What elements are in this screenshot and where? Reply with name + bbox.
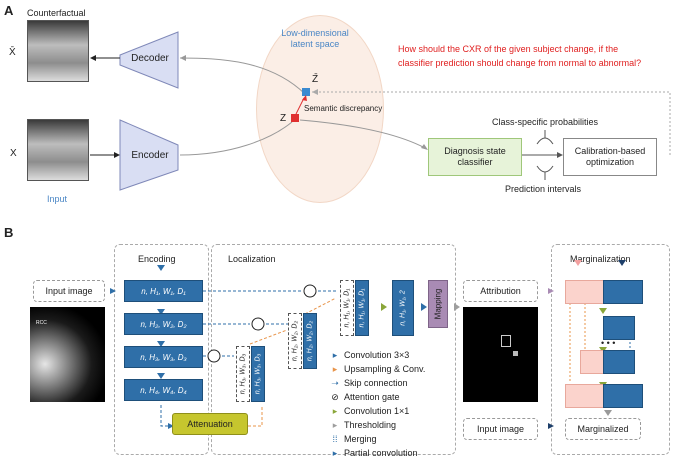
xbar-symbol: X̄ [9,47,16,58]
legend-row-6: ▸Thresholding [330,420,396,431]
question-line-2: classifier prediction should change from… [398,58,642,68]
loc-dashed-block-2: n, H₂, W₂, D₂ [288,313,302,369]
semantic-discrepancy-text: Semantic discrepancy [304,104,383,113]
x-symbol: X [10,148,17,159]
skip-connection-icon: ➝ [331,378,339,388]
marginalization-region [551,244,670,455]
encoder-block-3: n, H₃, W₃, D₃ [124,346,203,368]
input-image-box-2: Input image [463,418,538,440]
marg-pink-3 [580,350,605,374]
marg-blue-2 [603,316,635,340]
classifier-line-1: Diagnosis state [444,146,506,156]
latent-space-oval [256,15,384,203]
calibration-box: Calibration-based optimization [563,138,657,176]
merging-icon: ⁞⁞ [332,434,338,444]
localization-region [211,244,456,455]
panel-a-diagram [90,31,671,191]
marg-blue-4 [603,384,643,408]
decoder-shape [119,31,179,89]
calib-line-2: optimization [585,157,635,167]
marg-pink-4 [565,384,605,408]
class-probs-text: Class-specific probabilities [492,117,599,127]
attention-gate-icon: ⊘ [331,392,339,402]
classifier-box: Diagnosis state classifier [428,138,522,176]
encoder-label: Encoder [131,149,169,161]
loc-filled-block-1: n, H₁, W₁, D₁ [355,280,369,336]
legend-row-1: ▸Convolution 3×3 [330,350,410,361]
panel-a-label: A [4,3,14,18]
panel-b-label: B [4,225,14,240]
zbar-symbol: Z̄ [312,74,319,85]
output-block: n, H₁, W₁, 2 [392,280,414,336]
encoder-block-1: n, H₁, W₁, D₁ [124,280,203,302]
latent-title-text: Low-dimensional latent space [281,28,349,49]
localization-title: Localization [228,254,276,264]
marg-pink-1 [565,280,605,304]
partial-conv-icon: ▸ [332,448,338,458]
conv1x1-icon: ▸ [332,406,338,416]
input-xray-image [27,119,89,181]
svg-text:• • •: • • • [601,338,615,348]
loc-dashed-block-3: n, H₃, W₃, D₃ [236,346,250,402]
encoding-title: Encoding [138,254,176,264]
classifier-line-2: classifier [457,157,493,167]
calib-line-1: Calibration-based [574,146,646,156]
input-label: Input [47,194,68,204]
upsampling-icon: ▸ [332,364,338,374]
mammo-tag: RCC [36,320,47,326]
marginalized-box: Marginalized [565,418,641,440]
loc-filled-block-2: n, H₂, W₂, D₂ [303,313,317,369]
encoder-block-2: n, H₂, W₂, D₂ [124,313,203,335]
z-symbol: Z [280,113,287,124]
counterfactual-label: Counterfactual [27,8,86,18]
marg-blue-1 [603,280,643,304]
panel-b-arrows: • • • [110,260,631,429]
encoder-block-4: n, H₄, W₄, D₄ [124,379,203,401]
marg-blue-3 [603,350,635,374]
legend-row-2: ▸Upsampling & Conv. [330,364,426,375]
encoder-shape-fill [119,119,179,191]
decoder-label: Decoder [131,52,169,64]
attribution-box: Attribution [463,280,538,302]
conv3x3-icon: ▸ [332,350,338,360]
counterfactual-xray-image [27,20,89,82]
thresholding-icon: ▸ [332,420,338,430]
legend-row-5: ▸Convolution 1×1 [330,406,410,417]
legend-row-7: ⁞⁞Merging [330,434,376,445]
encoding-region [114,244,209,455]
loc-dashed-block-1: n, H₁, W₁, D₁ [340,280,354,336]
legend-row-8: ▸Partial convolution [330,448,418,459]
mapping-box: Mapping [428,280,448,328]
legend-row-4: ⊘Attention gate [331,392,400,402]
prediction-intervals-text: Prediction intervals [505,184,582,194]
loc-filled-block-3: n, H₃, W₃, D₃ [251,346,265,402]
input-image-box: Input image [33,280,105,302]
legend-row-3: ➝Skip connection [331,378,408,388]
z-marker [291,114,299,122]
zbar-marker [302,88,310,96]
attenuation-box: Attenuation [172,413,248,435]
attribution-map-image [463,307,538,402]
question-line-1: How should the CXR of the given subject … [398,44,619,54]
marginalization-title: Marginalization [570,254,631,264]
mammogram-image [30,307,105,402]
